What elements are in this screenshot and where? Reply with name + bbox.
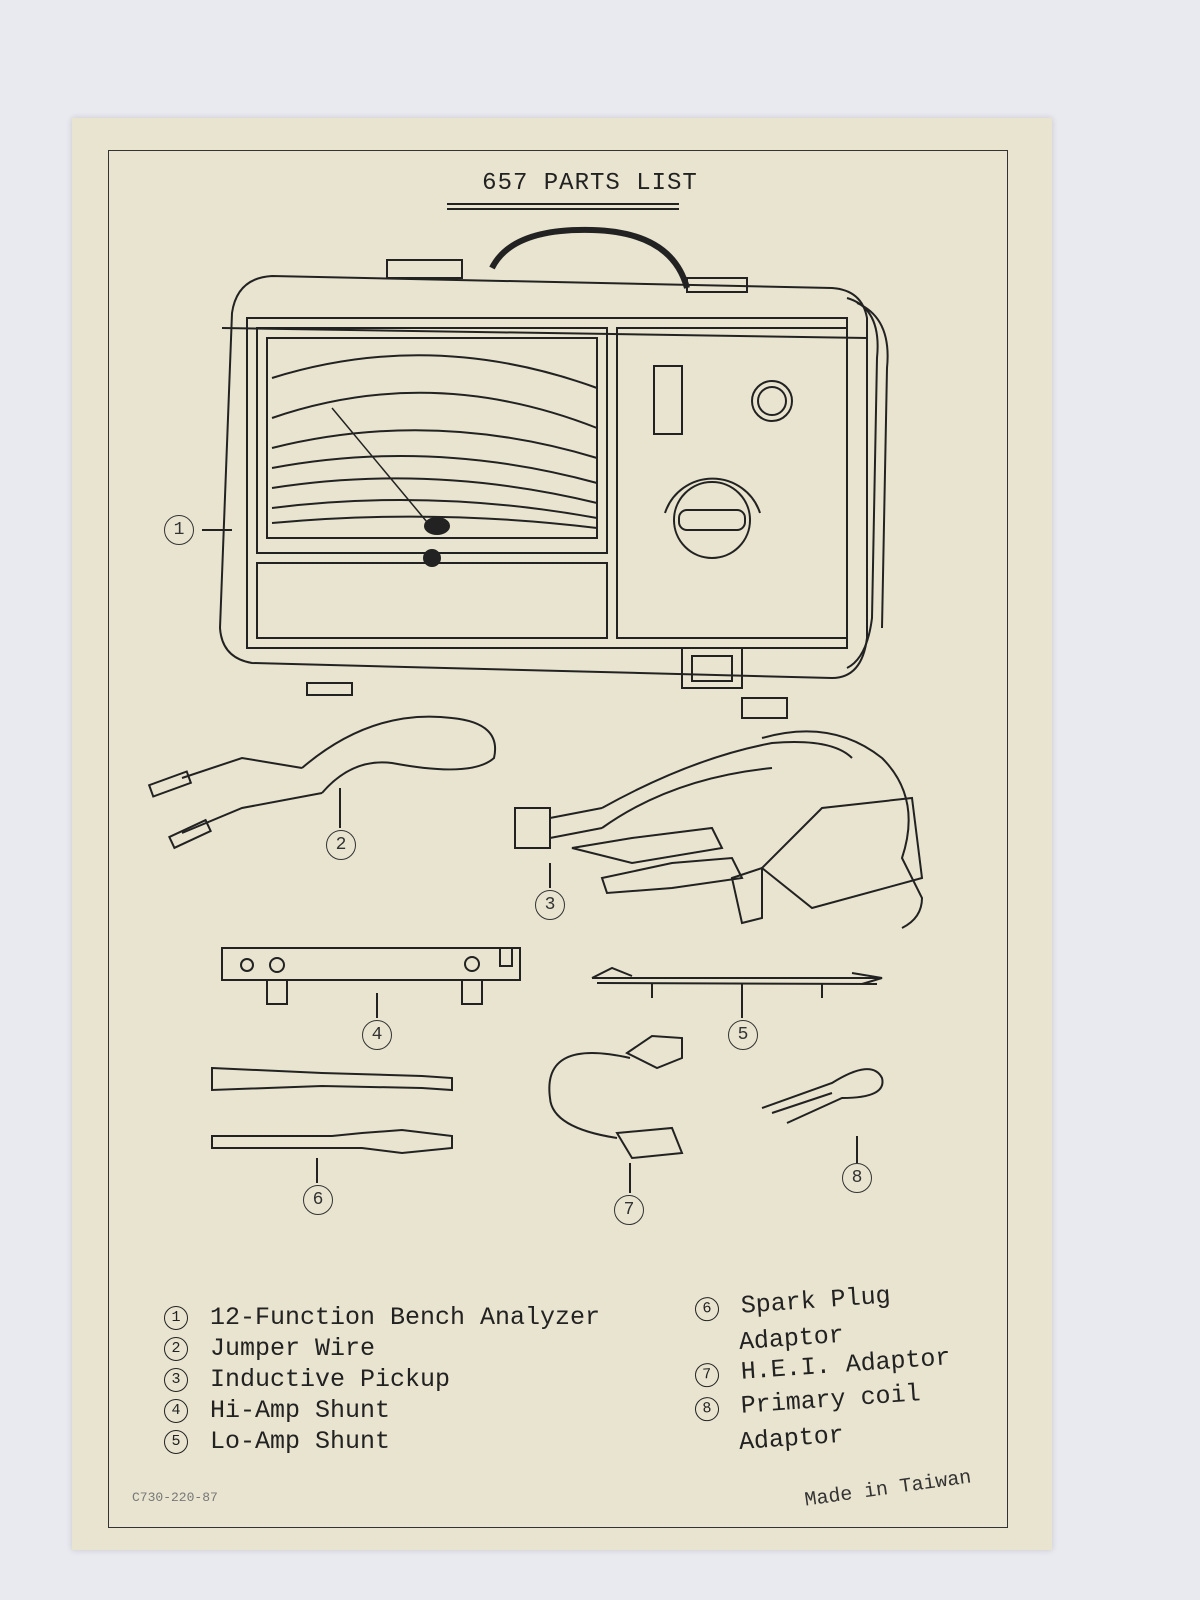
parts-illustration bbox=[147, 226, 924, 1193]
legend-text: Hi-Amp Shunt bbox=[210, 1396, 391, 1425]
footer-code: C730-220-87 bbox=[132, 1490, 218, 1505]
legend-number: 1 bbox=[164, 1305, 188, 1330]
legend-item: 5 Lo-Amp Shunt bbox=[164, 1427, 390, 1456]
bench-analyzer-drawing bbox=[218, 226, 889, 719]
jumper-wire-drawing bbox=[147, 715, 497, 850]
legend-number: 4 bbox=[164, 1398, 188, 1423]
legend-item: 3 Inductive Pickup bbox=[164, 1365, 450, 1394]
page-title: 657 PARTS LIST bbox=[482, 170, 698, 197]
legend-number: 7 bbox=[694, 1361, 720, 1388]
sheet-border bbox=[108, 150, 1008, 1528]
callout-6: 6 bbox=[303, 1185, 333, 1215]
legend-number: 5 bbox=[164, 1429, 188, 1454]
legend-number: 8 bbox=[694, 1395, 720, 1422]
spark-plug-adaptor-drawing bbox=[211, 1066, 453, 1183]
legend-text: Lo-Amp Shunt bbox=[210, 1427, 391, 1456]
hei-adaptor-drawing bbox=[548, 1034, 684, 1193]
callout-3: 3 bbox=[535, 890, 565, 920]
primary-coil-adaptor-drawing bbox=[761, 1068, 884, 1163]
callout-4: 4 bbox=[362, 1020, 392, 1050]
legend-item: 1 12-Function Bench Analyzer bbox=[164, 1303, 600, 1332]
legend-item: 4 Hi-Amp Shunt bbox=[164, 1396, 390, 1425]
legend-text: 12-Function Bench Analyzer bbox=[210, 1303, 601, 1332]
parts-list-sheet: 657 PARTS LIST bbox=[72, 118, 1052, 1550]
hi-amp-shunt-drawing bbox=[221, 947, 521, 1018]
legend-text: Inductive Pickup bbox=[210, 1365, 451, 1394]
legend-number: 6 bbox=[694, 1295, 720, 1322]
callout-1: 1 bbox=[164, 515, 194, 545]
legend-text: Jumper Wire bbox=[210, 1334, 376, 1363]
callout-5: 5 bbox=[728, 1020, 758, 1050]
legend-item: 2 Jumper Wire bbox=[164, 1334, 375, 1363]
callout-8: 8 bbox=[842, 1163, 872, 1193]
title-underline bbox=[447, 203, 679, 205]
legend-number: 2 bbox=[164, 1336, 188, 1361]
legend-number: 3 bbox=[164, 1367, 188, 1392]
lo-amp-shunt-drawing bbox=[591, 966, 883, 1018]
callout-7: 7 bbox=[614, 1195, 644, 1225]
callout-2: 2 bbox=[326, 830, 356, 860]
title-underline-2 bbox=[447, 208, 679, 210]
inductive-pickup-drawing bbox=[514, 730, 924, 929]
